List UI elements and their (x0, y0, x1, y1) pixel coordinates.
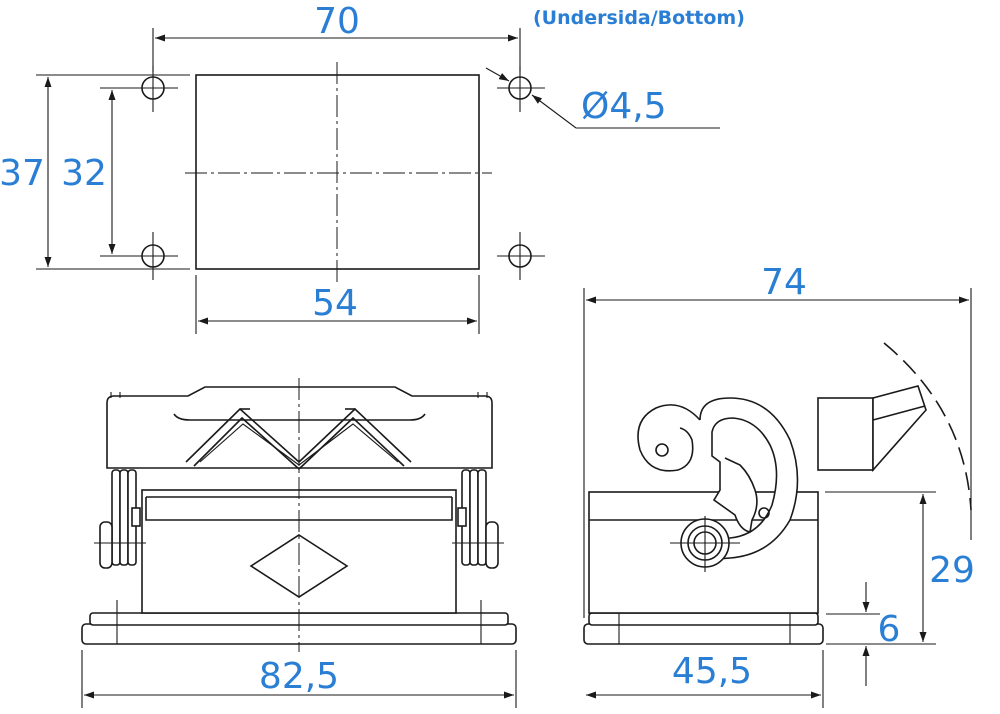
lever-swing-arc (883, 342, 972, 511)
right-latch (452, 469, 504, 569)
mounting-hole-tl (130, 66, 178, 112)
dim-label-diameter: Ø4,5 (581, 86, 667, 127)
top-view (36, 28, 720, 334)
dim-label-32: 32 (61, 153, 107, 194)
dim-label-82-5: 82,5 (259, 656, 339, 697)
dim-label-70: 70 (314, 1, 360, 42)
lever-pivot (670, 516, 740, 572)
left-latch (94, 469, 146, 569)
dim-label-6: 6 (878, 609, 901, 650)
diameter-leader (531, 94, 577, 129)
side-view (583, 288, 972, 708)
dim-label-74: 74 (761, 262, 807, 303)
note-bottom: (Undersida/Bottom) (533, 7, 745, 29)
lever-handle (872, 385, 927, 473)
dim-label-45-5: 45,5 (672, 651, 752, 692)
front-view (81, 378, 517, 708)
locking-lever (699, 397, 799, 561)
dim-label-37: 37 (0, 153, 45, 194)
dim-label-29: 29 (929, 550, 975, 591)
mounting-hole-tr (497, 66, 545, 112)
dim-label-54: 54 (312, 283, 358, 324)
mounting-hole-br (497, 232, 545, 280)
